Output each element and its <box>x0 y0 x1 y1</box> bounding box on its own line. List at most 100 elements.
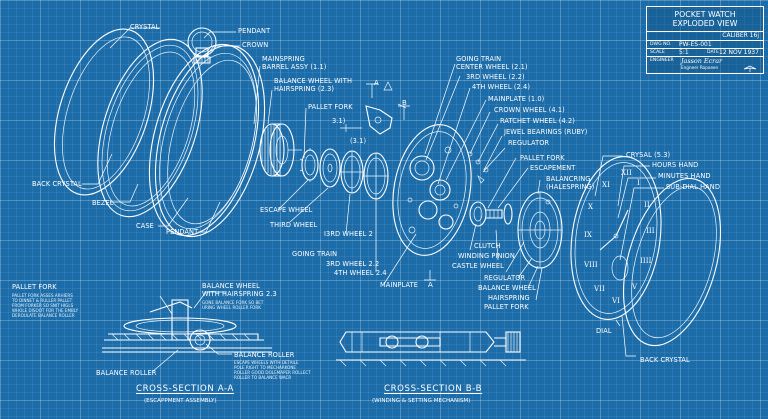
label-halespring: (HALESPRING) <box>546 183 595 191</box>
label-pendant: PENDANT <box>238 27 271 35</box>
label-pallet-fork-top: PALLET FORK <box>308 103 353 111</box>
label-pallet-fork-bottom: PALLET FORK <box>484 303 529 311</box>
balance-wheel-assembly <box>517 191 563 269</box>
title-line-1: POCKET WATCH <box>674 10 736 19</box>
label-crown: CROWN <box>242 41 269 49</box>
engineer-signature-2: Engneer Ropoeen <box>681 65 719 70</box>
label-3rd-wheel: 3RD WHEEL (2.2) <box>466 73 525 81</box>
label-mainplate-10: MAINPLATE (1.0) <box>488 95 545 103</box>
label-escape-wheel: ESCAPE WHEEL <box>260 206 313 214</box>
dwg-no-label: DWG NO. <box>650 42 672 47</box>
label-sub-dial-hand: SUB-DIAL HAND <box>666 183 720 191</box>
label-crysal: CRYSAL (5.3) <box>626 151 671 159</box>
cs-a-title: CROSS-SECTION A-A <box>136 384 235 394</box>
label-case: CASE <box>136 222 154 230</box>
label-jewel-bearings: JEWEL BEARINGS (RUBY) <box>504 128 588 136</box>
label-going-train: GOING TRAIN <box>456 55 502 63</box>
third-wheel <box>319 148 341 188</box>
label-regulator-bottom: REGULATOR <box>484 274 526 282</box>
numeral-v: V <box>632 283 638 291</box>
numeral-vii: VII <box>594 285 605 293</box>
label-section-a-bottom: A <box>428 281 433 289</box>
title-block-caliber: CALIBER 16j <box>722 32 759 39</box>
cross-section-a-drawing <box>102 291 272 373</box>
leader-lines <box>82 27 664 357</box>
cs-a-balance-roller-left: BALANCE ROLLER <box>96 369 157 377</box>
scale-value: 5:1 <box>679 49 689 56</box>
label-third-wheel-2: I3RD WHEEL 2 <box>324 230 373 238</box>
title-line-2: EXPLODED VIEW <box>672 19 738 28</box>
cs-a-with-hairspring: WITH HAIRSPRING 2.3 <box>202 290 277 298</box>
cs-a-pallet-fork-note: PALLET FORK ASSES ARHIERS TO DINNET & RU… <box>12 293 79 318</box>
label-center-wheel: CENTER WHEEL (2.1) <box>456 63 528 71</box>
cs-b-title: CROSS-SECTION B-B <box>384 384 483 394</box>
title-block-heading: POCKET WATCH EXPLODED VIEW <box>647 10 763 28</box>
numeral-viii: VIII <box>584 261 598 269</box>
cs-b-subtitle: (WINDING & SETTING MECHANISM) <box>372 398 471 404</box>
label-back-crystal-right: BACK CRYSTAL <box>640 356 690 364</box>
engineer-signature: Jasson Ecrar <box>681 57 723 65</box>
label-balance-wheel-with: BALANCE WHEEL WITH <box>274 77 352 85</box>
winged-emblem-icon <box>743 59 757 72</box>
label-hairspring: HAIRSPRING <box>488 294 530 302</box>
label-going-train-bottom: GOING TRAIN <box>292 250 338 258</box>
label-ref-31b: (3.1) <box>350 137 367 145</box>
label-pendant-bottom: PENDANT <box>166 228 199 236</box>
label-clutch: CLUTCH <box>474 242 501 250</box>
numeral-iiii: IIII <box>640 257 652 265</box>
label-bezel: BEZEL <box>92 199 114 207</box>
label-4th-wheel: 4TH WHEEL (2.4) <box>472 83 530 91</box>
cs-a-balance-roller: BALANCE ROLLER <box>234 351 295 359</box>
label-minutes-hand: MINUTES HAND <box>658 172 711 180</box>
cs-a-pallet-fork: PALLET FORK <box>12 283 57 291</box>
pallet-fork-part <box>340 81 407 135</box>
cross-section-b-drawing <box>336 331 526 367</box>
label-balance-wheel: BALANCE WHEEL <box>478 284 536 292</box>
label-castle-wheel: CASTLE WHEEL <box>452 262 504 270</box>
label-mainplate-bottom: MAINPLATE <box>380 281 418 289</box>
numeral-xii: XII <box>621 169 632 177</box>
numeral-i: I <box>637 179 640 187</box>
cs-a-balance-roller-note: ESCAPE WHEELS WITH DETAILE POLE RIGHT TO… <box>234 360 311 380</box>
numeral-iii: III <box>646 227 655 235</box>
center-wheel <box>363 152 389 200</box>
label-regulator-top: REGULATOR <box>508 139 550 147</box>
label-escapement: ESCAPEMENT <box>530 164 576 172</box>
label-4th-wheel-24: 4TH WHEEL 2.4 <box>334 269 387 277</box>
date-label: DATE <box>707 50 719 55</box>
numeral-xi: XI <box>602 181 610 189</box>
label-third-wheel: THIRD WHEEL <box>270 221 318 229</box>
date-value: 12 NOV 1937 <box>719 49 759 56</box>
label-pallet-fork-mid: PALLET FORK <box>520 154 565 162</box>
escape-wheel <box>299 148 319 182</box>
escapement-winding <box>469 201 513 227</box>
cs-a-subtitle: (ESCAPPMENT ASSEMBLY) <box>144 398 217 404</box>
mainspring-barrel <box>259 123 302 177</box>
label-dial: DIAL <box>596 327 612 335</box>
label-ref-31: 3.1) <box>332 117 346 125</box>
label-section-a-top: A <box>374 79 379 87</box>
label-barrel-assy: BARREL ASSY (1.1) <box>262 63 327 71</box>
cs-a-balance-wheel: BALANCE WHEEL <box>202 282 260 290</box>
label-back-crystal-left: BACK CRYSTAL <box>32 180 82 188</box>
label-winding-pinion: WINDING PINION <box>458 252 515 260</box>
scale-label: SCALE <box>650 50 665 55</box>
label-balancring: BALANCRING <box>546 175 591 183</box>
label-crystal: CRYSTAL <box>130 23 160 31</box>
dial <box>570 156 662 320</box>
numeral-ix: IX <box>584 231 592 239</box>
pendant-crown <box>187 27 217 64</box>
engineer-label: ENGINEER <box>650 58 674 63</box>
title-block: POCKET WATCH EXPLODED VIEW CALIBER 16j D… <box>646 6 764 74</box>
mainplate <box>392 124 472 256</box>
numeral-x: X <box>588 203 594 211</box>
back-crystal-right-ring <box>622 177 722 347</box>
label-ratchet-wheel: RATCHET WHEEL (4.2) <box>500 117 575 125</box>
back-crystal-ring <box>53 28 155 196</box>
numeral-vi: VI <box>612 297 621 305</box>
small-parts <box>467 151 489 184</box>
fourth-wheel <box>340 150 364 194</box>
cs-a-balance-wheel-note: GONE BALANCE FORK SO BET URING WHEEL ROL… <box>202 300 264 310</box>
bezel-ring <box>97 38 203 218</box>
